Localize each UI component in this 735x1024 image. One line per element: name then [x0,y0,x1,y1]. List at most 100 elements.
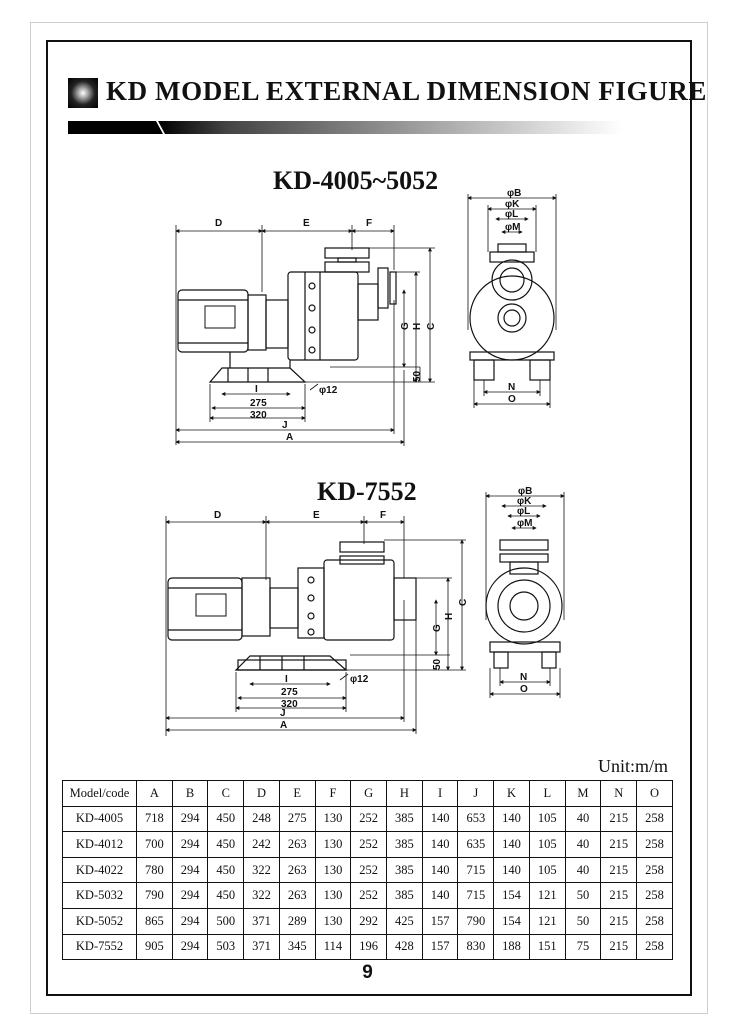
dimension-value-cell: 653 [457,805,495,833]
dimension-value-cell: 718 [136,805,173,833]
table-header-cell: A [136,780,173,807]
dimension-value-cell: 215 [600,805,638,833]
dimension-value-cell: 258 [636,805,673,833]
dim-label-phi12: φ12 [319,385,338,396]
dim-label-I: I [285,674,288,685]
dimension-value-cell: 258 [636,831,673,858]
dimension-value-cell: 715 [457,856,495,884]
dimension-value-cell: 215 [600,831,638,858]
dimension-value-cell: 50 [564,907,602,935]
dimension-value-cell: 40 [564,856,602,884]
dimension-value-cell: 263 [278,831,316,858]
dim-label-H: H [444,613,455,620]
dim-label-G: G [432,624,443,632]
dimension-value-cell: 385 [386,856,423,884]
table-header-cell: H [386,780,423,807]
dimension-value-cell: 121 [528,907,566,935]
dimension-value-cell: 140 [493,831,530,858]
dim-label-E: E [313,510,320,521]
dimension-value-cell: 385 [386,882,423,909]
dim-label-N: N [520,672,527,683]
dimension-value-cell: 140 [421,856,459,884]
table-header-cell: C [207,780,245,807]
dimension-value-cell: 258 [636,907,673,935]
dimension-value-cell: 322 [243,856,280,884]
dim-label-F: F [366,218,372,229]
figure-1-dimension-labels: D E F I 275 320 J A φ12 C H G 50 [215,218,437,443]
figure-1-end-dims [467,194,557,408]
dimension-value-cell: 215 [600,882,638,909]
table-header-cell: L [528,780,566,807]
dimension-value-cell: 385 [386,805,423,833]
dimension-value-cell: 292 [350,907,388,935]
dimension-value-cell: 151 [528,933,566,961]
page-title: KD MODEL EXTERNAL DIMENSION FIGURE [106,76,707,106]
dim-label-50: 50 [412,370,423,382]
dimension-value-cell: 196 [350,933,388,961]
dimension-value-cell: 322 [243,882,280,909]
dimension-value-cell: 105 [528,831,566,858]
dimension-table: Model/code A B C D E F G H I J K L M N O… [62,780,673,961]
dimension-value-cell: 258 [636,882,673,909]
dimension-value-cell: 263 [278,882,316,909]
dim-label-O: O [508,394,516,405]
dim-label-J: J [280,708,286,719]
table-header-cell: B [171,780,209,807]
table-header-cell: I [421,780,459,807]
dimension-value-cell: 130 [314,907,352,935]
dimension-value-cell: 830 [457,933,495,961]
dimension-value-cell: 258 [636,933,673,961]
dimension-value-cell: 450 [207,805,245,833]
table-header-cell: J [457,780,495,807]
dimension-value-cell: 275 [278,805,316,833]
table-header-cell: M [564,780,602,807]
table-header-cell: D [243,780,280,807]
dimension-value-cell: 130 [314,831,352,858]
dimension-value-cell: 105 [528,805,566,833]
dimension-value-cell: 215 [600,933,638,961]
dimension-value-cell: 500 [207,907,245,935]
dim-label-phi12: φ12 [350,674,369,685]
dimension-value-cell: 130 [314,882,352,909]
dimension-value-cell: 140 [421,831,459,858]
table-header-row: Model/code A B C D E F G H I J K L M N O [62,780,673,807]
figure-2-end-dims [485,492,565,698]
dimension-value-cell: 345 [278,933,316,961]
page-frame [46,40,692,996]
dimension-value-cell: 790 [457,907,495,935]
dimension-value-cell: 188 [493,933,530,961]
dim-label-H: H [412,323,423,330]
dimension-value-cell: 252 [350,831,388,858]
dim-label-320: 320 [250,410,267,421]
dimension-value-cell: 154 [493,907,530,935]
table-header-cell: F [314,780,352,807]
dimension-value-cell: 263 [278,856,316,884]
dimension-value-cell: 252 [350,805,388,833]
figure-2-end-view [485,539,563,669]
dimension-value-cell: 635 [457,831,495,858]
dimension-value-cell: 371 [243,933,280,961]
dimension-value-cell: 215 [600,856,638,884]
figure-2-side-view [167,541,417,671]
model-code-cell: KD-5032 [62,882,137,909]
model-code-cell: KD-7552 [62,933,137,961]
dimension-value-cell: 790 [136,882,173,909]
page-header: KD MODEL EXTERNAL DIMENSION FIGURE [68,76,706,112]
dimension-value-cell: 50 [564,882,602,909]
table-header-cell: O [636,780,673,807]
dim-label-C: C [458,599,469,606]
dimension-value-cell: 294 [171,882,209,909]
dim-label-phiK: φK [517,496,532,507]
dimension-value-cell: 450 [207,831,245,858]
dim-label-phiB: φB [507,188,521,199]
figure-1-dimension-lines [175,225,435,446]
table-header-cell: G [350,780,388,807]
dimension-value-cell: 865 [136,907,173,935]
